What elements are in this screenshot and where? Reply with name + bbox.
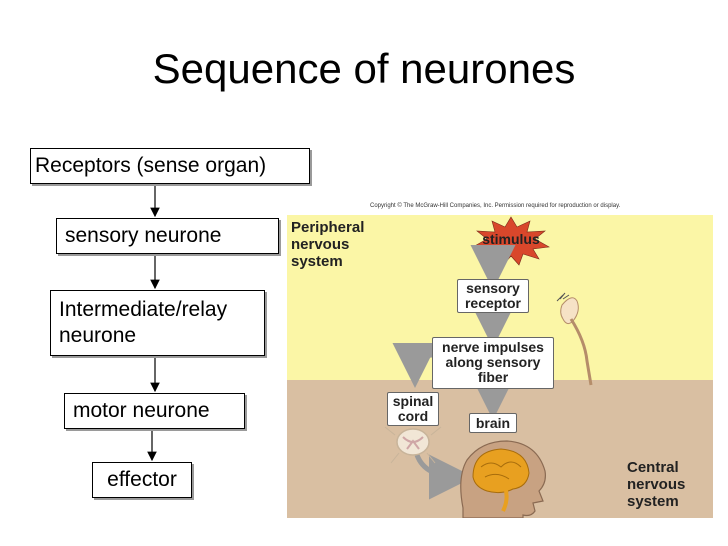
brain-label: brain [469,413,517,433]
brain-icon [472,448,530,494]
flow-step-relay-neurone: Intermediate/relay neurone [50,290,265,356]
slide-title: Sequence of neurones [152,45,576,92]
flow-step-effector: effector [92,462,192,498]
figure-copyright: Copyright © The McGraw-Hill Companies, I… [370,203,621,209]
flow-step-label: Intermediate/relay [59,298,228,321]
flow-step-label: neurone [59,324,137,347]
sensory-receptor-label: sensory receptor [457,279,529,313]
flow-step-receptors: Receptors (sense organ) [30,148,310,184]
arrow-impulses-to-cord [392,342,438,388]
central-label: Central nervous system [627,459,686,510]
flow-step-label: sensory neurone [65,224,222,247]
figure-illustration [384,216,593,518]
sensory-fiber-icon [569,318,593,386]
stimulus-label: stimulus [482,231,540,247]
flow-step-label: motor neurone [73,399,210,422]
spinal-cord-label: spinal cord [387,392,439,426]
flow-step-motor-neurone: motor neurone [64,393,245,429]
receptor-ending-icon [560,297,579,325]
flow-step-sensory-neurone: sensory neurone [56,218,279,254]
nerve-impulses-label: nerve impulses along sensory fiber [432,337,554,389]
arrow-cord-to-brain [414,453,474,500]
nervous-system-figure: Peripheral nervous system Central nervou… [287,215,713,518]
flow-step-label: effector [107,468,177,491]
flow-step-label: Receptors (sense organ) [35,154,267,177]
peripheral-label: Peripheral nervous system [291,219,365,270]
